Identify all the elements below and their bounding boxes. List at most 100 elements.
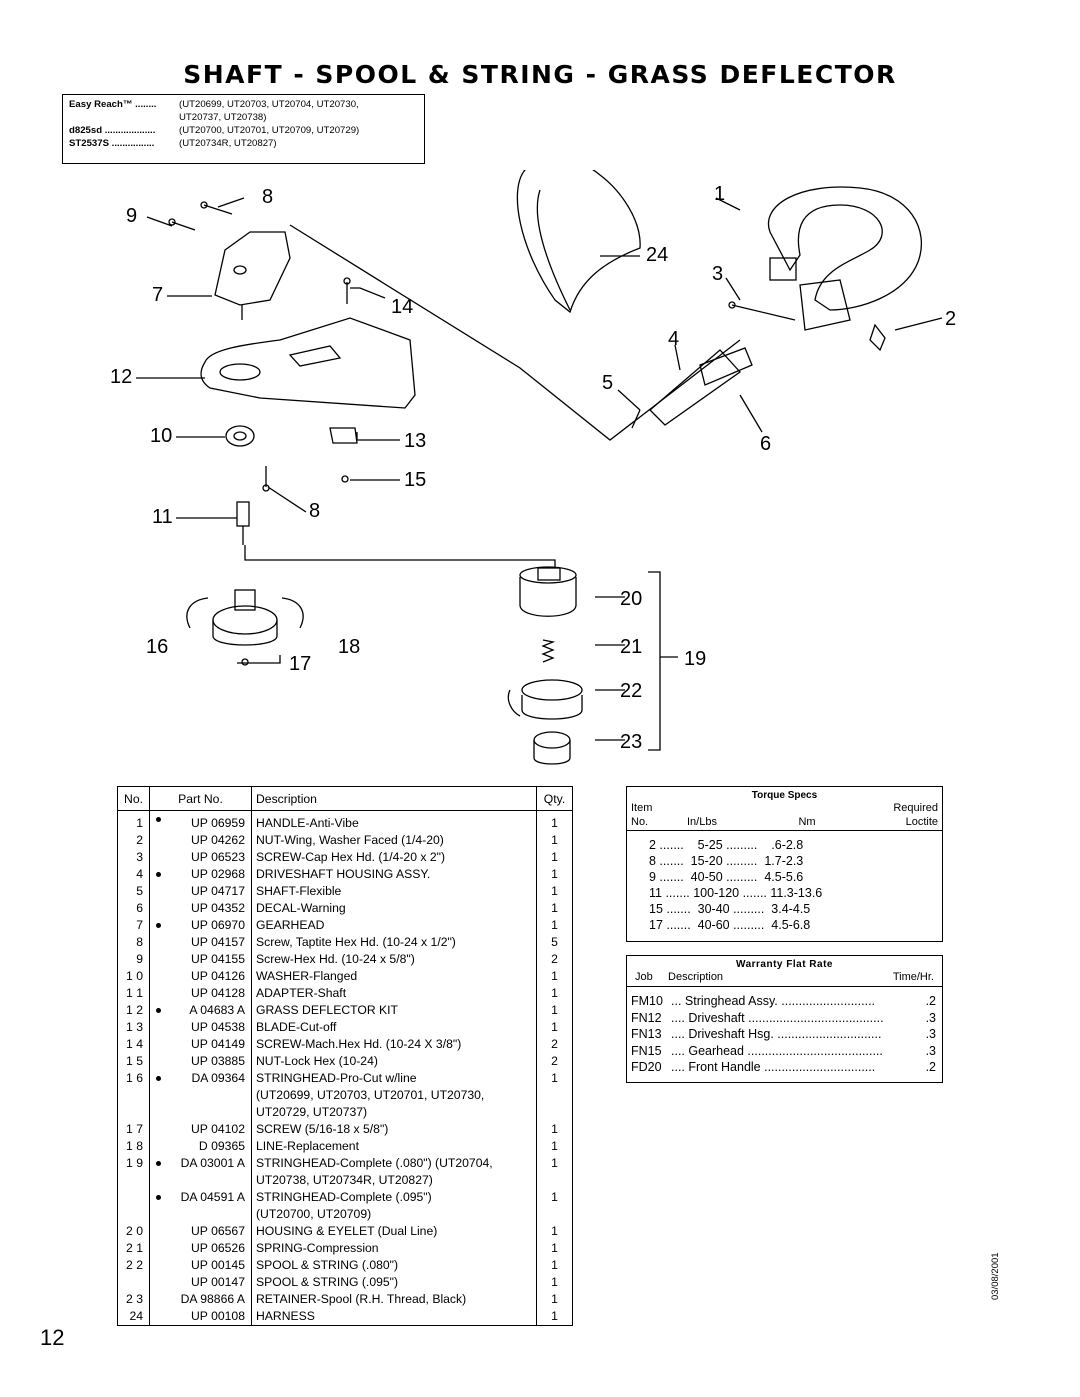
part-quantity [536, 1104, 573, 1121]
part-quantity: 1 [536, 985, 573, 1002]
part-description: LINE-Replacement [251, 1138, 537, 1155]
part-description: Screw-Hex Hd. (10-24 x 5/8") [251, 951, 537, 968]
part-number: UP 04262 [149, 832, 252, 849]
part-number-no: 5 [136, 884, 143, 898]
callout-number: 13 [404, 430, 427, 452]
assembly-bullet-icon [156, 1195, 161, 1200]
part-number [149, 1087, 252, 1104]
callout-number: 22 [620, 680, 643, 702]
part-description: SCREW-Cap Hex Hd. (1/4-20 x 2") [251, 849, 537, 866]
part-number-no: 2 0 [126, 1224, 143, 1238]
part-number-no: 7 [136, 918, 143, 932]
part-quantity: 1 [536, 1223, 573, 1240]
part-number: UP 00147 [149, 1274, 252, 1291]
assembly-bullet-icon [156, 923, 161, 928]
part-description: SCREW-Mach.Hex Hd. (10-24 X 3/8") [251, 1036, 537, 1053]
part-quantity: 1 [536, 832, 573, 849]
part-quantity: 2 [536, 1053, 573, 1070]
part-number-no: 3 [136, 850, 143, 864]
column-header: No. [117, 786, 150, 811]
part-description: DECAL-Warning [251, 900, 537, 917]
part-number-no: 1 4 [126, 1037, 143, 1051]
part-number: UP 06970 [149, 917, 252, 934]
callout-number: 3 [712, 263, 724, 285]
part-number: DA 09364 [149, 1070, 252, 1087]
warranty-header: Job Description Time/Hr. [635, 971, 934, 983]
callout-number: 2 [945, 308, 957, 330]
part-number-no: 1 7 [126, 1122, 143, 1136]
part-quantity: 1 [536, 810, 573, 832]
part-number-no [118, 1274, 150, 1291]
part-number: DA 98866 A [149, 1291, 252, 1308]
part-number-no: 24 [129, 1309, 143, 1323]
part-quantity: 1 [536, 1019, 573, 1036]
part-description: HOUSING & EYELET (Dual Line) [251, 1223, 537, 1240]
part-number-no: 1 6 [126, 1071, 143, 1085]
part-quantity: 1 [536, 900, 573, 917]
callout-number: 17 [289, 653, 312, 675]
callout-number: 24 [646, 244, 669, 266]
part-number: A 04683 A [149, 1002, 252, 1019]
part-number-no: 8 [136, 935, 143, 949]
part-quantity [536, 1206, 573, 1223]
callout-number: 7 [152, 284, 164, 306]
model-applicability-box: Easy Reach™ ........(UT20699, UT20703, U… [62, 94, 425, 164]
warranty-row: FN15 .... Gearhead .....................… [631, 1043, 936, 1058]
part-description: SPRING-Compression [251, 1240, 537, 1257]
part-number-no: 1 [136, 816, 143, 830]
part-number-no: 1 0 [126, 969, 143, 983]
part-number-no: 1 3 [126, 1020, 143, 1034]
part-quantity: 1 [536, 1291, 573, 1308]
callout-number: 6 [760, 433, 772, 455]
part-number: UP 02968 [149, 866, 252, 883]
callout-number: 5 [602, 372, 614, 394]
part-description: UT20738, UT20734R, UT20827) [251, 1172, 537, 1189]
part-quantity: 1 [536, 883, 573, 900]
part-description: WASHER-Flanged [251, 968, 537, 985]
part-number [149, 1206, 252, 1223]
part-description: DRIVESHAFT HOUSING ASSY. [251, 866, 537, 883]
callout-number: 8 [309, 500, 321, 522]
table-row: UT20738, UT20734R, UT20827) [118, 1172, 573, 1189]
callout-number: 18 [338, 636, 361, 658]
part-quantity [536, 1087, 573, 1104]
part-description: Screw, Taptite Hex Hd. (10-24 x 1/2") [251, 934, 537, 951]
part-description: ADAPTER-Shaft [251, 985, 537, 1002]
page-number: 12 [40, 1325, 65, 1350]
part-number: UP 04128 [149, 985, 252, 1002]
column-header: Part No. [149, 786, 252, 811]
callout-number: 20 [620, 588, 643, 610]
callout-number: 11 [152, 506, 173, 528]
part-description: BLADE-Cut-off [251, 1019, 537, 1036]
torque-spec-row: 9 ....... 40-50 ......... 4.5-5.6 [649, 870, 804, 884]
assembly-bullet-icon [156, 1161, 161, 1166]
part-quantity: 1 [536, 1240, 573, 1257]
callout-number: 4 [668, 328, 680, 350]
torque-spec-row: 15 ....... 30-40 ......... 3.4-4.5 [649, 902, 811, 916]
callout-number: 14 [391, 296, 414, 318]
part-description: GEARHEAD [251, 917, 537, 934]
part-number: UP 04126 [149, 968, 252, 985]
warranty-row: FN13 .... Driveshaft Hsg. ..............… [631, 1027, 936, 1041]
part-number-no: 2 3 [126, 1292, 143, 1306]
part-quantity: 1 [536, 1155, 573, 1172]
part-quantity: 1 [536, 1121, 573, 1138]
part-quantity: 1 [536, 1189, 573, 1206]
torque-spec-row: 17 ....... 40-60 ......... 4.5-6.8 [649, 918, 811, 932]
part-number: UP 04157 [149, 934, 252, 951]
part-number: UP 00145 [149, 1257, 252, 1274]
